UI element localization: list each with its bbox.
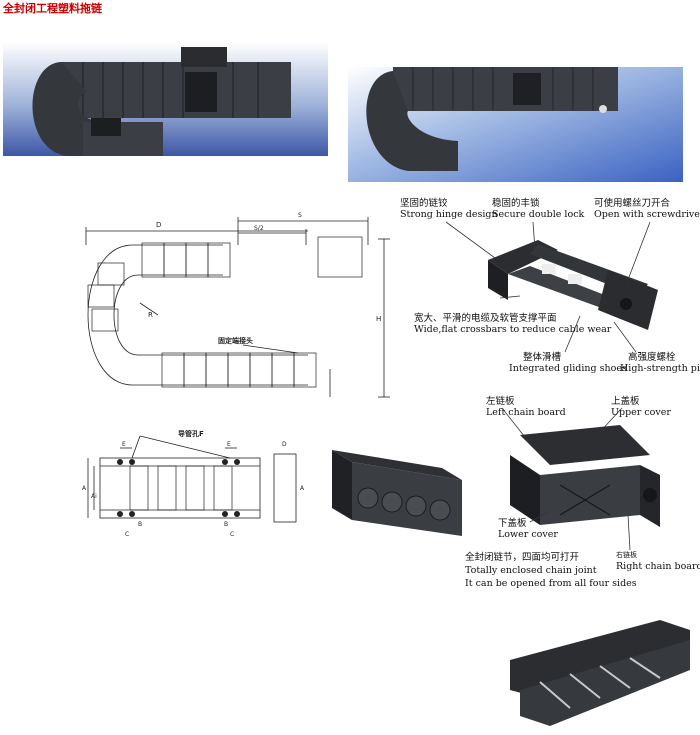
dim-R: R [148,311,153,319]
left-board-en: Left chain board [486,407,566,418]
upper-cover-label: 上盖板 Upper cover [611,396,671,418]
dim-Ai: Ai [91,493,97,500]
enclosed-en2: It can be opened from all four sides [465,578,637,589]
enclosed-cn: 全封闭链节，四面均可打开 [465,552,580,563]
dim-D2: D [282,441,287,448]
dim-A: A [82,485,87,492]
dim-C-right: C [230,531,234,538]
left-board-label: 左链板 Left chain board [486,396,566,418]
crossbar-label: 宽大、平滑的电缆及软管支撑平面 Wide,flat crossbars to r… [414,313,611,335]
pin-cn: 高强度螺栓 [628,352,676,363]
screw-label: 可使用螺丝刀开合 Open with screwdriver [594,198,700,220]
upper-cover-en: Upper cover [611,407,671,418]
pin-en: High-strength pin [620,363,700,374]
chain-section-photo [322,440,472,540]
dim-B-left: B [138,521,142,528]
upper-cover-cn: 上盖板 [611,396,640,407]
duct-hole-label: 导管孔F [178,429,204,438]
lock-cn: 稳固的丰锁 [492,198,540,209]
screw-cn: 可使用螺丝刀开合 [594,198,671,209]
hinge-label: 坚固的链铰 Strong hinge design [400,198,498,220]
side-view-drawing: D S S/2 R H 固定端接头 [78,205,398,410]
dim-E-right: E [227,441,231,448]
glide-en: Integrated gliding shoes [509,363,627,374]
section-view-drawing: 导管孔F E E D A Ai A B B C C [80,428,320,540]
lock-label: 稳固的丰锁 Secure double lock [492,198,584,220]
fixed-end-label: 固定端接头 [218,336,253,345]
open-link-drawing [478,230,668,340]
glide-label: 整体滑槽 Integrated gliding shoes [509,352,627,374]
crossbar-cn: 宽大、平滑的电缆及软管支撑平面 [414,313,557,324]
dim-C-left: C [125,531,129,538]
page-title: 全封闭工程塑料拖链 [3,2,102,15]
lower-cover-label: 下盖板 Lower cover [498,518,558,540]
hinge-cn: 坚固的链铰 [400,198,448,209]
lock-en: Secure double lock [492,209,585,220]
dim-D: D [156,221,161,229]
glide-cn: 整体滑槽 [523,352,562,363]
right-board-cn: 右链板 [616,551,637,559]
open-chain-photo [510,620,690,728]
dim-S2: S/2 [254,225,264,232]
enclosed-en1: Totally enclosed chain joint [465,565,597,576]
dim-E-left: E [122,441,126,448]
right-board-en: Right chain board [616,561,700,572]
pin-label: 高强度螺栓 High-strength pin [620,352,700,374]
dim-B-right: B [224,521,228,528]
lower-cover-cn: 下盖板 [498,518,527,529]
enclosed-link-drawing [500,415,670,540]
chain-photo-1 [3,42,328,156]
dim-A-side: A [300,485,305,492]
right-board-label: 右链板 Right chain board [616,550,700,572]
crossbar-en: Wide,flat crossbars to reduce cable wear [414,324,612,335]
dim-H: H [376,315,381,323]
left-board-cn: 左链板 [486,396,515,407]
hinge-en: Strong hinge design [400,209,498,220]
enclosed-label: 全封闭链节，四面均可打开 Totally enclosed chain join… [465,551,637,590]
screw-en: Open with screwdriver [594,209,700,220]
chain-photo-2 [348,67,683,182]
lower-cover-en: Lower cover [498,529,558,540]
dim-S: S [298,212,302,219]
